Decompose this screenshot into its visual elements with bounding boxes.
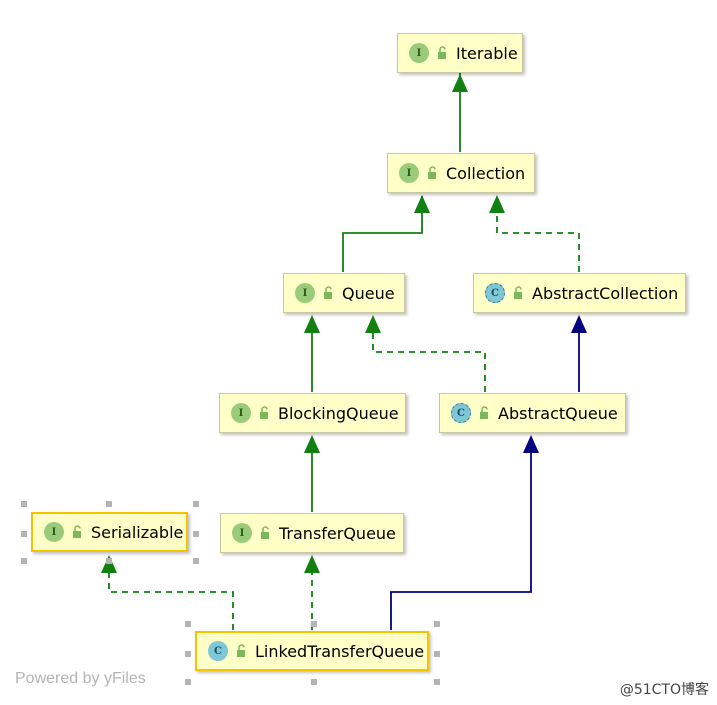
edge-abstractcollection-collection (496, 212, 580, 272)
class-icon: C (208, 641, 228, 661)
edge-queue-collection (342, 196, 423, 272)
edge-ltq-abstractqueue (390, 450, 532, 630)
selection-handle[interactable] (311, 679, 317, 685)
open-lock-icon (324, 286, 332, 299)
arrow-queue-left (304, 315, 320, 333)
node-collection[interactable]: I Collection (387, 153, 535, 193)
selection-handle[interactable] (311, 621, 317, 627)
selection-handle[interactable] (185, 651, 191, 657)
node-label: Serializable (91, 522, 184, 542)
open-lock-icon (438, 46, 446, 59)
selection-handle[interactable] (193, 531, 199, 537)
selection-handle[interactable] (193, 558, 199, 564)
open-lock-icon (237, 644, 245, 657)
edge-abstractqueue-queue (372, 332, 486, 392)
arrow-abstractcollection (571, 315, 587, 333)
node-iterable[interactable]: I Iterable (397, 33, 523, 73)
arrow-iterable (452, 74, 468, 92)
open-lock-icon (260, 406, 268, 419)
site-watermark: @51CTO博客 (619, 682, 709, 698)
interface-icon: I (409, 43, 429, 63)
arrow-collection-right (489, 195, 505, 213)
selection-handle[interactable] (434, 679, 440, 685)
interface-icon: I (44, 522, 64, 542)
open-lock-icon (261, 526, 269, 539)
node-serializable[interactable]: I Serializable (31, 512, 188, 552)
selection-handle[interactable] (106, 501, 112, 507)
selection-handle[interactable] (21, 501, 27, 507)
interface-icon: I (232, 523, 252, 543)
open-lock-icon (514, 286, 522, 299)
selection-handle[interactable] (434, 651, 440, 657)
node-label: Iterable (456, 43, 518, 63)
arrow-abstractqueue (523, 435, 539, 453)
open-lock-icon (480, 406, 488, 419)
node-abstract-collection[interactable]: C AbstractCollection (473, 273, 686, 313)
abstract-class-icon: C (485, 283, 505, 303)
open-lock-icon (73, 525, 81, 538)
arrow-blockingqueue (304, 435, 320, 453)
powered-by-label: Powered by yFiles (15, 670, 146, 687)
node-linked-transfer-queue[interactable]: C LinkedTransferQueue (195, 631, 429, 671)
arrow-collection-left (414, 195, 430, 213)
selection-handle[interactable] (185, 679, 191, 685)
selection-handle[interactable] (21, 558, 27, 564)
node-label: BlockingQueue (278, 403, 399, 423)
node-label: AbstractQueue (498, 403, 618, 423)
node-label: Collection (446, 163, 526, 183)
interface-icon: I (231, 403, 251, 423)
abstract-class-icon: C (451, 403, 471, 423)
edge-ltq-serializable (108, 572, 234, 630)
node-transfer-queue[interactable]: I TransferQueue (220, 513, 404, 553)
node-blocking-queue[interactable]: I BlockingQueue (219, 393, 406, 433)
node-label: AbstractCollection (532, 283, 679, 303)
node-label: Queue (342, 283, 395, 303)
interface-icon: I (295, 283, 315, 303)
selection-handle[interactable] (193, 501, 199, 507)
arrow-serializable (101, 555, 117, 573)
node-label: TransferQueue (279, 523, 396, 543)
arrow-queue-right (365, 315, 381, 333)
node-abstract-queue[interactable]: C AbstractQueue (439, 393, 626, 433)
selection-handle[interactable] (185, 621, 191, 627)
interface-icon: I (399, 163, 419, 183)
selection-handle[interactable] (21, 531, 27, 537)
arrow-transferqueue (304, 555, 320, 573)
node-label: LinkedTransferQueue (255, 641, 425, 661)
selection-handle[interactable] (434, 621, 440, 627)
node-queue[interactable]: I Queue (283, 273, 405, 313)
selection-handle[interactable] (106, 558, 112, 564)
open-lock-icon (428, 166, 436, 179)
